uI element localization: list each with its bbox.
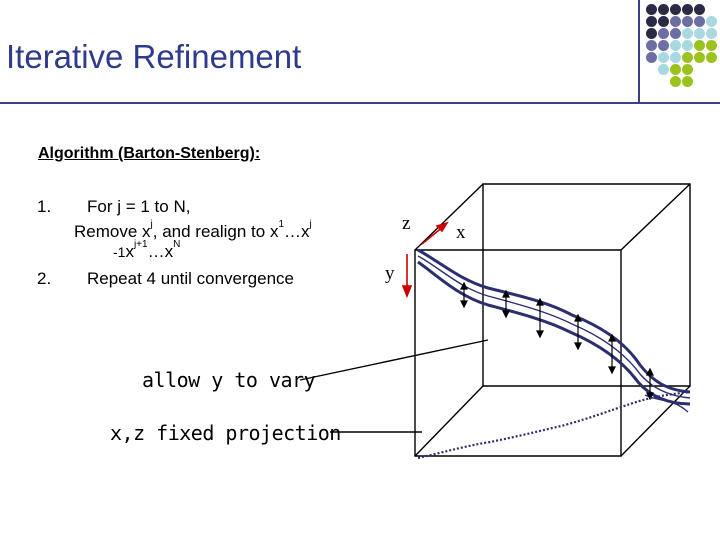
decor-dot [646, 52, 657, 63]
decor-dot [658, 16, 669, 27]
step-1-line-3: -1xj+1…xN [113, 239, 181, 261]
decorative-dot-grid [646, 4, 720, 104]
step-1-line-1: For j = 1 to N, [87, 197, 191, 216]
decor-dot [694, 52, 705, 63]
decor-dot [706, 28, 717, 39]
cube-edge-bottom-left [414, 385, 484, 457]
decor-dot [658, 52, 669, 63]
y-axis-label: y [385, 263, 395, 284]
step-2-text: Repeat 4 until convergence [87, 269, 294, 288]
decor-dot [658, 4, 669, 15]
decor-dot [670, 16, 681, 27]
cube-edge-bottom-right [620, 385, 691, 457]
decor-dot [694, 40, 705, 51]
y-variation-arrows [460, 281, 654, 401]
title-horizontal-rule [0, 102, 720, 104]
sequence-upper-edge [417, 248, 691, 394]
decor-dot [682, 64, 693, 75]
step-1-line-2: Remove xj, and realign to x1…xj [74, 219, 312, 241]
decor-dot [694, 4, 705, 15]
slide-title: Iterative Refinement [6, 38, 302, 75]
x-axis-label: x [456, 222, 466, 243]
decor-dot [682, 28, 693, 39]
decor-dot [706, 40, 717, 51]
decor-dot [682, 16, 693, 27]
z-axis-label: z [402, 213, 411, 234]
decor-dot [658, 64, 669, 75]
cube-edge-top-right [620, 183, 691, 251]
decor-dot [670, 76, 681, 87]
decor-dot [670, 4, 681, 15]
decor-dot [706, 52, 717, 63]
step-2-number: 2. [37, 269, 52, 288]
cube-edge-top-left [414, 183, 484, 251]
decor-dot [658, 40, 669, 51]
decor-dot [670, 64, 681, 75]
decor-dot [682, 4, 693, 15]
decor-dot [646, 40, 657, 51]
sequence-lower-edge [417, 260, 691, 406]
decor-dot [646, 28, 657, 39]
step-1-number: 1. [37, 197, 52, 216]
title-vertical-rule [638, 0, 640, 104]
algorithm-heading: Algorithm (Barton-Stenberg): [38, 145, 261, 162]
decor-dot [682, 76, 693, 87]
decor-dot [646, 4, 657, 15]
decor-dot [682, 52, 693, 63]
vary-note: allow y to vary [142, 368, 316, 392]
decor-dot [682, 40, 693, 51]
decor-dot [670, 40, 681, 51]
sequence-centerline [417, 255, 691, 399]
decor-dot [694, 16, 705, 27]
decor-dot [706, 16, 717, 27]
decor-dot [670, 28, 681, 39]
fixed-projection-path [417, 390, 691, 460]
fixed-projection-note: x,z fixed projection [110, 421, 341, 445]
decor-dot [670, 52, 681, 63]
decor-dot [646, 16, 657, 27]
vary-pointer-line [299, 339, 489, 381]
decor-dot [658, 28, 669, 39]
decor-dot [694, 28, 705, 39]
